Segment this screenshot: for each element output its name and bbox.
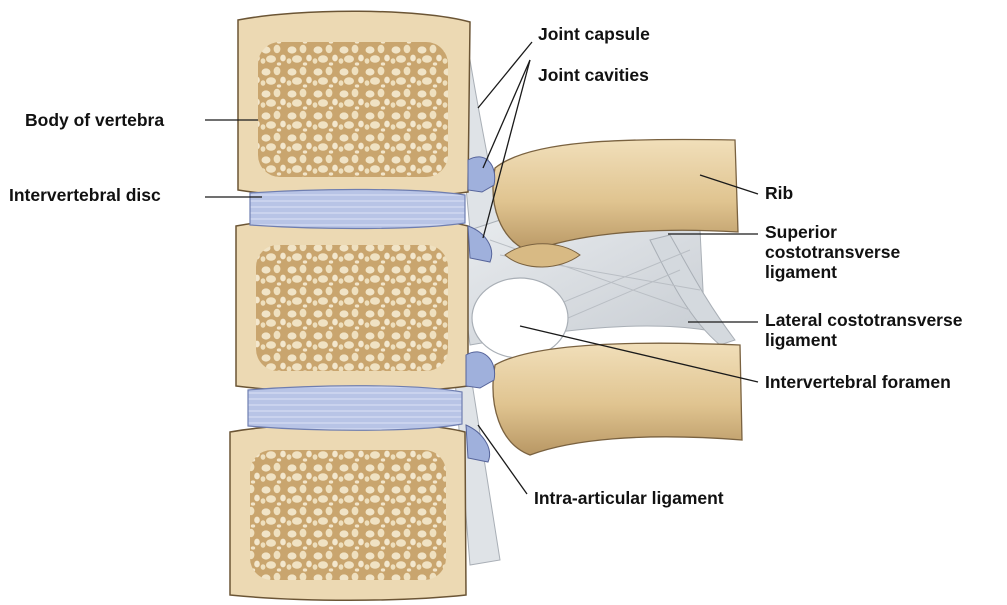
- label-superior-costotransverse-ligament: Superior costotransverse ligament: [765, 222, 900, 282]
- label-intervertebral-foramen: Intervertebral foramen: [765, 372, 951, 392]
- label-body-of-vertebra: Body of vertebra: [25, 110, 164, 130]
- label-intra-articular-ligament: Intra-articular ligament: [534, 488, 724, 508]
- vertebral-bodies: [230, 11, 470, 600]
- label-joint-cavities: Joint cavities: [538, 65, 649, 85]
- label-joint-capsule: Joint capsule: [538, 24, 650, 44]
- label-lateral-costotransverse-ligament: Lateral costotransverse ligament: [765, 310, 962, 350]
- foramen-opening: [472, 278, 568, 358]
- label-intervertebral-disc: Intervertebral disc: [9, 185, 161, 205]
- label-rib: Rib: [765, 183, 793, 203]
